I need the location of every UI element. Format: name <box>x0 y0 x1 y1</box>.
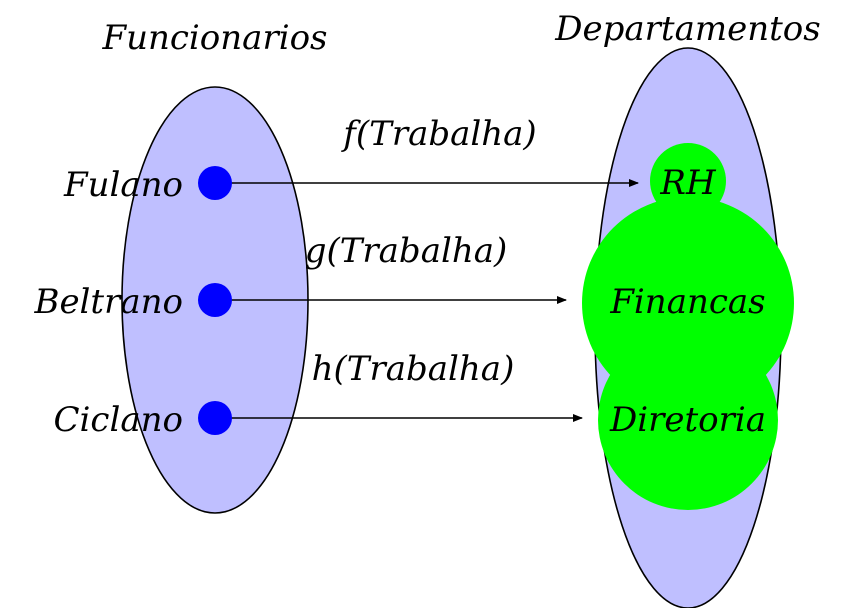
mapping-label-g: g(Trabalha) <box>305 231 508 271</box>
left-set-title: Funcionarios <box>102 18 328 58</box>
mapping-label-f: f(Trabalha) <box>340 114 536 154</box>
right-set-title: Departamentos <box>554 9 820 49</box>
department-circle-rh <box>650 143 726 219</box>
label-fulano: Fulano <box>63 165 183 205</box>
label-rh: RH <box>659 163 717 203</box>
point-fulano <box>198 166 232 200</box>
point-ciclano <box>198 401 232 435</box>
department-circle-financas <box>582 197 794 409</box>
point-beltrano <box>198 283 232 317</box>
label-beltrano: Beltrano <box>33 282 183 322</box>
label-diretoria: Diretoria <box>609 400 766 440</box>
label-financas: Financas <box>609 282 765 322</box>
mapping-label-h: h(Trabalha) <box>312 349 515 389</box>
label-ciclano: Ciclano <box>54 400 183 440</box>
